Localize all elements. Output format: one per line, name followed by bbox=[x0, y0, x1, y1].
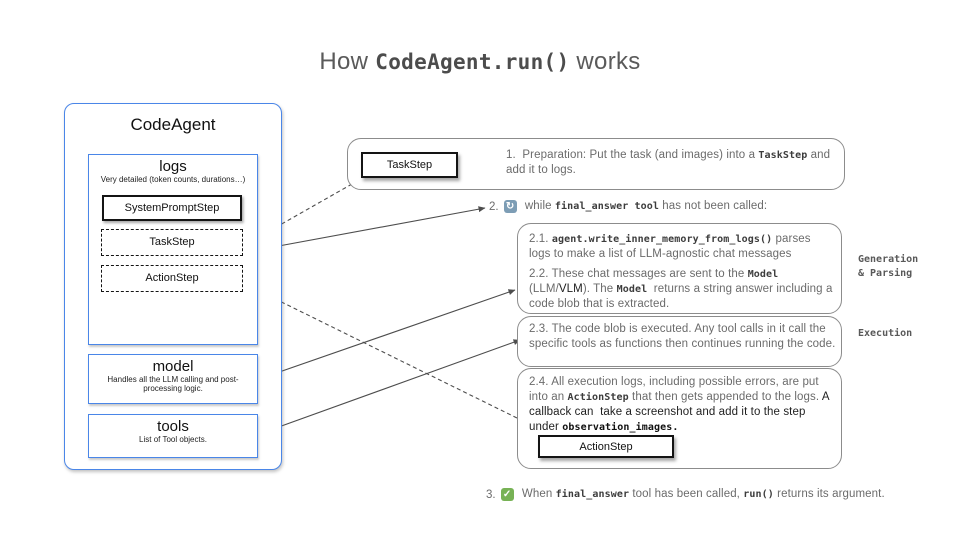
arrow-tools-to-step23 bbox=[261, 339, 521, 434]
step21-22-annotation-box: 2.1. agent.write_inner_memory_from_logs(… bbox=[517, 223, 842, 314]
logs-panel: logs Very detailed (token counts, durati… bbox=[88, 154, 258, 345]
step24-annotation-box: 2.4. All execution logs, including possi… bbox=[517, 368, 842, 469]
tools-panel: tools List of Tool objects. bbox=[88, 414, 258, 458]
tools-subtitle: List of Tool objects. bbox=[139, 435, 207, 444]
execution-label: Execution bbox=[858, 328, 913, 339]
step2-number: 2. bbox=[489, 200, 499, 213]
step2-line: 2. ↻ while final_answer tool has not bee… bbox=[489, 199, 767, 214]
logs-subtitle: Very detailed (token counts, durations…) bbox=[100, 175, 246, 184]
page-title: How CodeAgent.run() works bbox=[0, 48, 960, 76]
tools-title: tools bbox=[157, 418, 189, 435]
action-step-box: ActionStep bbox=[101, 265, 243, 292]
check-icon: ✓ bbox=[500, 488, 514, 501]
codeagent-panel: CodeAgent logs Very detailed (token coun… bbox=[64, 103, 282, 470]
model-subtitle: Handles all the LLM calling and post-pro… bbox=[107, 375, 239, 393]
title-prefix: How bbox=[319, 48, 376, 75]
step21-text: 2.1. agent.write_inner_memory_from_logs(… bbox=[529, 233, 814, 260]
title-code: CodeAgent.run() bbox=[375, 50, 570, 74]
task-step-box: TaskStep bbox=[101, 229, 243, 256]
step3-number: 3. bbox=[486, 488, 496, 501]
taskstep-mini-box: TaskStep bbox=[361, 152, 458, 178]
step24-text: 2.4. All execution logs, including possi… bbox=[529, 376, 833, 433]
step1-annotation-box: TaskStep 1. Preparation: Put the task (a… bbox=[347, 138, 845, 190]
step23-annotation-box: 2.3. The code blob is executed. Any tool… bbox=[517, 316, 842, 367]
arrow-logs-to-step2 bbox=[256, 206, 486, 251]
loop-icon: ↻ bbox=[503, 200, 517, 213]
title-suffix: works bbox=[569, 48, 641, 75]
codeagent-panel-title: CodeAgent bbox=[130, 115, 216, 134]
arrow-box24-to-actionstep bbox=[250, 286, 518, 419]
step23-text: 2.3. The code blob is executed. Any tool… bbox=[529, 323, 836, 350]
systemprompt-step-box: SystemPromptStep bbox=[102, 195, 242, 221]
generation-parsing-label: Generation & Parsing bbox=[858, 254, 919, 279]
logs-title: logs bbox=[159, 158, 187, 175]
model-panel: model Handles all the LLM calling and po… bbox=[88, 354, 258, 404]
model-title: model bbox=[152, 358, 194, 375]
step1-text: 1. Preparation: Put the task (and images… bbox=[506, 149, 834, 176]
actionstep-mini-box: ActionStep bbox=[538, 435, 674, 458]
step3-line: 3. ✓ When final_answer tool has been cal… bbox=[486, 487, 885, 502]
arrow-model-to-step22 bbox=[261, 289, 516, 379]
step2-text: while final_answer tool has not been cal… bbox=[521, 200, 768, 212]
step22-text: 2.2. These chat messages are sent to the… bbox=[529, 268, 836, 310]
step3-text: When final_answer tool has been called, … bbox=[518, 488, 885, 500]
